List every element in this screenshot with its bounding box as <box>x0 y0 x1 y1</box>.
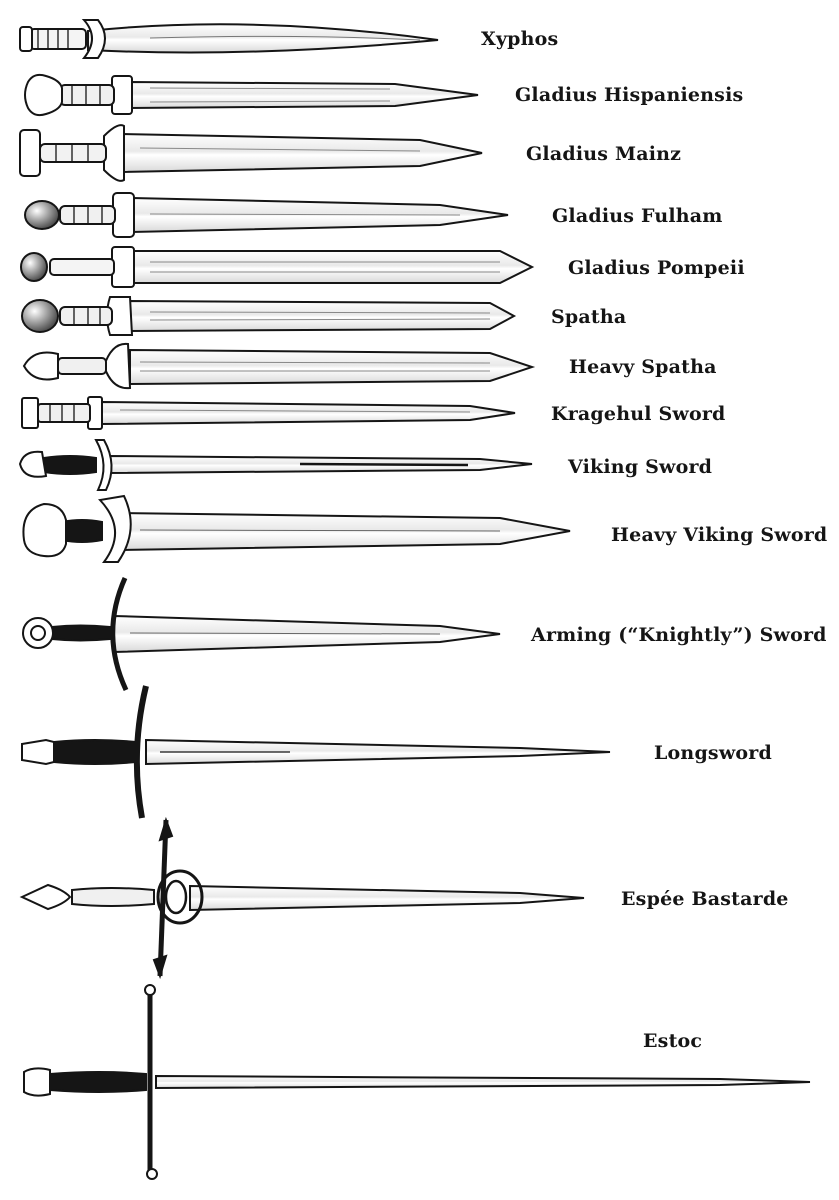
label-gladius-mainz: Gladius Mainz <box>526 143 682 165</box>
sword-heavy-viking <box>22 494 571 563</box>
label-gladius-hispaniensis: Gladius Hispaniensis <box>515 84 744 106</box>
label-kragehul-sword: Kragehul Sword <box>551 403 726 425</box>
label-longsword: Longsword <box>654 742 772 764</box>
label-heavy-viking-sword: Heavy Viking Sword <box>611 524 828 546</box>
sword-estoc <box>23 984 811 1180</box>
label-heavy-spatha: Heavy Spatha <box>569 356 717 378</box>
sword-xyphos <box>19 19 439 59</box>
sword-espee-bastarde <box>19 816 585 980</box>
sword-arming <box>22 576 501 692</box>
label-xyphos: Xyphos <box>481 28 559 50</box>
label-gladius-fulham: Gladius Fulham <box>552 205 723 227</box>
sword-gladius-pompeii <box>20 246 535 288</box>
sword-longsword <box>21 685 611 819</box>
label-arming-sword: Arming (“Knightly”) Sword <box>531 624 827 646</box>
sword-kragehul <box>21 396 516 430</box>
sword-viking <box>18 439 533 491</box>
sword-gladius-fulham <box>24 192 509 238</box>
label-gladius-pompeii: Gladius Pompeii <box>568 257 745 279</box>
sword-gladius-mainz <box>19 124 483 182</box>
label-viking-sword: Viking Sword <box>568 456 713 478</box>
label-spatha: Spatha <box>551 306 627 328</box>
sword-spatha <box>21 296 517 336</box>
label-estoc: Estoc <box>643 1030 703 1052</box>
label-espee-bastarde: Espée Bastarde <box>621 888 789 910</box>
sword-gladius-hispaniensis <box>24 73 479 117</box>
sword-heavy-spatha <box>22 342 536 390</box>
